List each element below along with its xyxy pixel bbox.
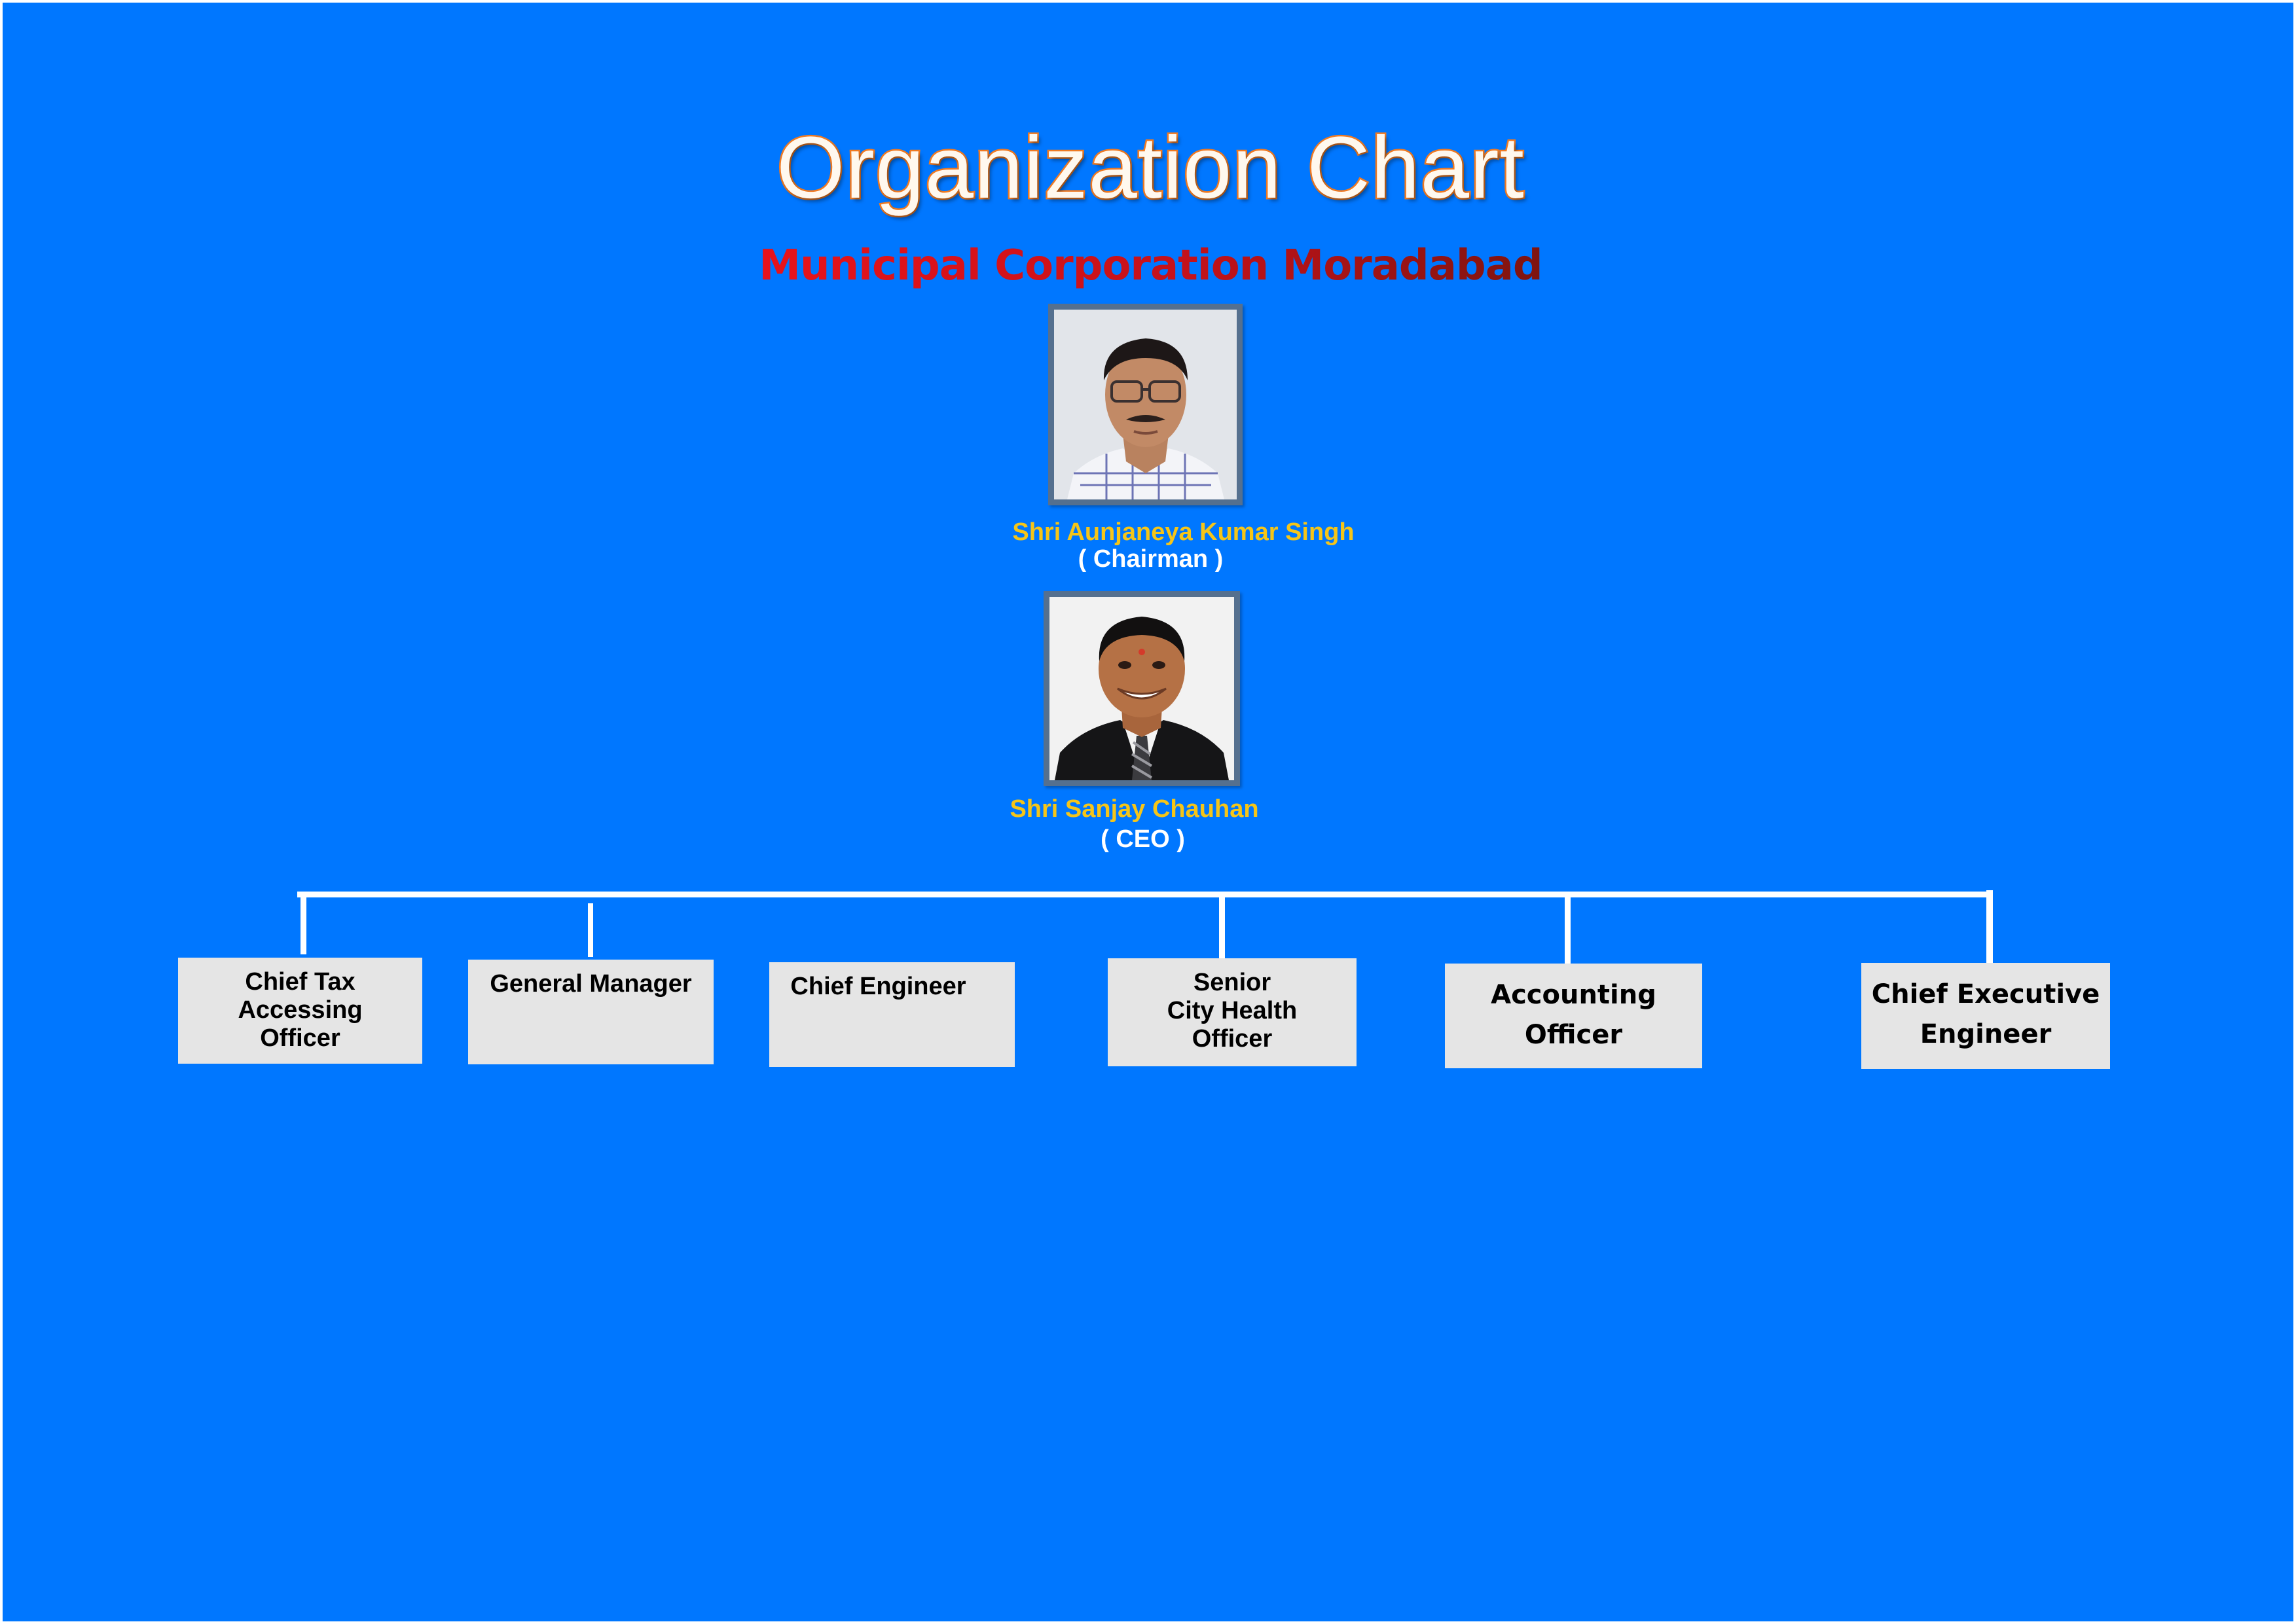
chairman-photo bbox=[1048, 304, 1243, 505]
box-chief-engineer: Chief Engineer bbox=[769, 962, 1015, 1067]
box-line: Officer bbox=[1192, 1025, 1273, 1053]
connector-chief-engineer bbox=[1219, 892, 1225, 958]
subtitle-text: Municipal Corporation Moradabad bbox=[759, 242, 1542, 290]
box-line: Accounting bbox=[1491, 980, 1656, 1010]
box-chief-tax-officer: Chief Tax Accessing Officer bbox=[178, 958, 422, 1064]
box-line: Chief Tax bbox=[245, 968, 355, 996]
chairman-role: ( Chairman ) bbox=[1078, 545, 1224, 573]
box-line: Senior bbox=[1193, 969, 1271, 996]
connector-accounting bbox=[1565, 892, 1571, 965]
ceo-name: Shri Sanjay Chauhan bbox=[1010, 795, 1259, 823]
box-line: Chief Executive bbox=[1871, 979, 2100, 1009]
ceo-role: ( CEO ) bbox=[1101, 825, 1185, 853]
connector-general-manager bbox=[588, 903, 593, 957]
box-line: General Manager bbox=[490, 970, 692, 998]
connector-chief-tax bbox=[301, 892, 306, 954]
box-line: Accessing bbox=[238, 996, 363, 1024]
chart-title: Organization Chart bbox=[775, 118, 1526, 219]
connector-chief-executive bbox=[1986, 890, 1993, 964]
box-line: Engineer bbox=[1920, 1019, 2052, 1049]
box-line: Officer bbox=[260, 1024, 340, 1052]
chairman-name: Shri Aunjaneya Kumar Singh bbox=[1012, 518, 1355, 546]
box-general-manager: General Manager bbox=[468, 960, 714, 1064]
box-line: Officer bbox=[1524, 1020, 1623, 1050]
org-chart-canvas: Organization Chart Municipal Corporation… bbox=[3, 3, 2293, 1621]
box-chief-executive-engineer: Chief Executive Engineer bbox=[1861, 963, 2110, 1069]
box-line: Chief Engineer bbox=[790, 973, 966, 1000]
box-senior-city-health-officer: Senior City Health Officer bbox=[1108, 958, 1357, 1066]
chairman-portrait-icon bbox=[1054, 310, 1237, 499]
organization-subtitle: Municipal Corporation Moradabad bbox=[3, 240, 2293, 292]
box-accounting-officer: Accounting Officer bbox=[1445, 964, 1702, 1068]
connector-horizontal bbox=[297, 892, 1991, 897]
ceo-portrait-icon bbox=[1049, 597, 1234, 780]
box-line: City Health bbox=[1167, 997, 1298, 1024]
ceo-photo bbox=[1044, 591, 1240, 786]
